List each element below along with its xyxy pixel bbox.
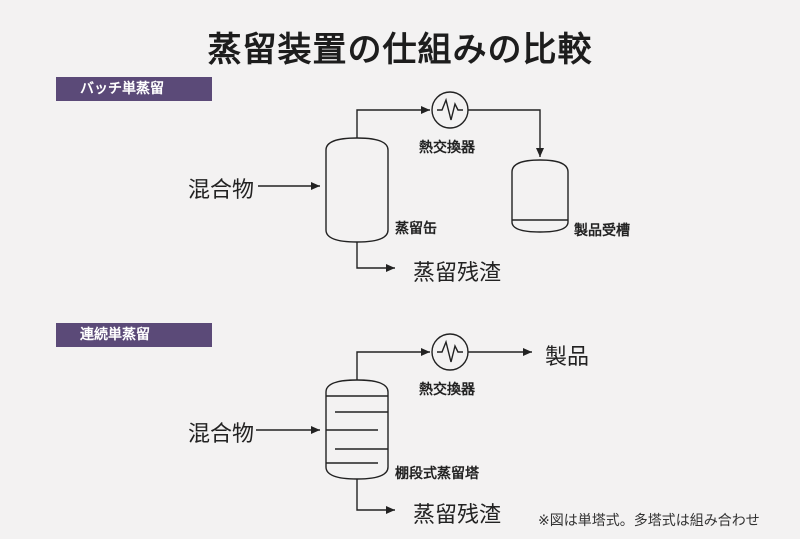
still-label: 蒸留缶 [395, 221, 437, 237]
residue-label-batch: 蒸留残渣 [413, 261, 502, 286]
condensate-line-batch [468, 109, 544, 157]
footnote: ※図は単塔式。多塔式は組み合わせ [538, 513, 760, 529]
residue-line-continuous [356, 479, 395, 514]
vapor-line-continuous [356, 348, 430, 380]
exchanger-label-batch: 熱交換器 [419, 140, 475, 156]
residue-line-batch [356, 242, 395, 272]
section-label-batch: バッチ単蒸留 [56, 77, 212, 101]
vapor-line-batch [356, 106, 430, 138]
heat-exchanger-icon [431, 333, 469, 371]
diagram-title: 蒸留装置の仕組みの比較 [207, 30, 593, 70]
residue-label-continuous: 蒸留残渣 [413, 503, 502, 528]
receiver-label: 製品受槽 [574, 223, 630, 239]
receiver-tank [511, 159, 569, 233]
feed-label-continuous: 混合物 [188, 422, 255, 447]
heat-exchanger-icon [431, 91, 469, 129]
exchanger-label-continuous: 熱交換器 [419, 382, 475, 398]
feed-label-batch: 混合物 [188, 178, 255, 203]
product-label: 製品 [545, 345, 590, 370]
section-label-continuous: 連続単蒸留 [56, 323, 212, 347]
still-vessel [325, 137, 389, 243]
column-label: 棚段式蒸留塔 [395, 466, 479, 482]
